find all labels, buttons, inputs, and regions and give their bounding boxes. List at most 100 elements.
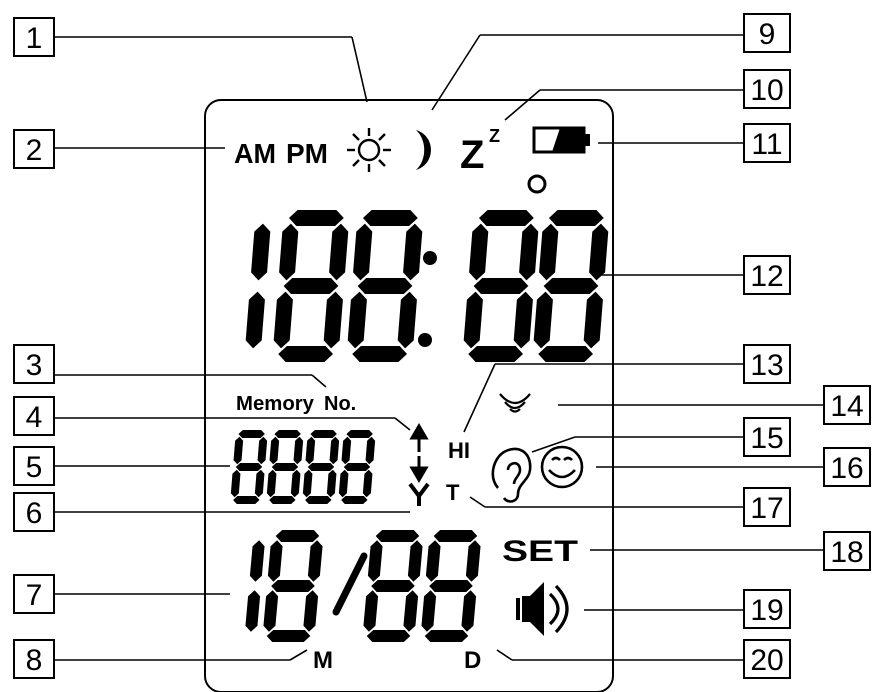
digit-segment-e [347, 291, 367, 349]
digit-segment-a [433, 530, 478, 542]
callout-number: 16 [830, 452, 863, 485]
digit-segment-c [290, 469, 301, 498]
callout-15: 15 [531, 417, 791, 457]
callout-number: 5 [26, 451, 43, 484]
callout-20: 20 [496, 639, 791, 679]
digit-segment-d [233, 496, 260, 504]
digit-segment-d [269, 496, 296, 504]
digit-segment-e [533, 291, 553, 349]
callout-8: 8 [13, 639, 308, 679]
digit-segment-b [589, 223, 609, 281]
digit-segment-b [329, 436, 340, 465]
digit-segment-c [362, 469, 373, 498]
digit-segment-b [329, 223, 349, 281]
digit-segment-b [465, 540, 481, 582]
sleep-z-small: Z [489, 126, 500, 146]
digit-segment-c [397, 291, 417, 349]
digit-segment-g [307, 463, 335, 471]
digit-segment-g [429, 580, 473, 592]
callout-14: 14 [558, 385, 871, 425]
seven-segment-digit [266, 430, 304, 504]
digit-segment-f [341, 436, 352, 465]
callout-3: 3 [13, 344, 327, 388]
callout-number: 6 [26, 497, 43, 530]
digit-segment-g [283, 278, 339, 294]
callout-9: 9 [431, 13, 791, 111]
callout-number: 2 [26, 134, 43, 167]
callout-number: 11 [751, 128, 782, 161]
digit-segment-c [513, 291, 533, 349]
day-label: D [464, 647, 481, 674]
digit-segment-d [305, 496, 332, 504]
digit-segment-b [365, 436, 376, 465]
seven-segment-digit [533, 210, 609, 362]
callout-number: 9 [759, 18, 776, 51]
digit-segment-a [362, 210, 418, 226]
callout-1: 1 [13, 17, 368, 103]
smiley-icon [540, 445, 584, 489]
digit-segment-g [357, 278, 413, 294]
callout-number: 12 [750, 260, 783, 293]
digit-segment-e [302, 469, 313, 498]
digit-segment-a [238, 430, 265, 438]
callout-number: 1 [26, 22, 43, 55]
digit-segment-g [271, 463, 299, 471]
hi-indicator: HI [448, 438, 470, 463]
trend-y-icon [408, 482, 430, 506]
seven-segment-digit [347, 210, 423, 362]
callout-number: 4 [26, 401, 43, 434]
callout-7: 7 [13, 574, 230, 614]
callout-17: 17 [469, 487, 791, 527]
date-display [245, 530, 481, 642]
digit-segment-e [266, 469, 277, 498]
battery-icon [532, 126, 590, 154]
digit-segment-b [403, 223, 423, 281]
callout-5: 5 [13, 446, 230, 486]
digit-segment-b [257, 436, 268, 465]
digit-segment-g [235, 463, 263, 471]
callout-4: 4 [13, 396, 411, 436]
digit-segment-a [275, 530, 320, 542]
digit-segment-c [326, 469, 337, 498]
callout-number: 15 [750, 422, 783, 455]
ear-icon [491, 447, 532, 503]
digit-segment-e [463, 291, 483, 349]
callout-6: 6 [13, 492, 410, 532]
seven-segment-digit [273, 210, 349, 362]
time-colon-dot [418, 333, 432, 347]
digit-segment-f [269, 436, 280, 465]
digit-segment-f [353, 223, 373, 281]
seven-segment-digit [245, 540, 265, 632]
degree-icon [527, 174, 547, 194]
callout-11: 11 [598, 123, 791, 163]
digit-segment-e [338, 469, 349, 498]
seven-segment-digit [263, 530, 323, 642]
speaker-icon [516, 582, 569, 636]
digit-segment-a [274, 430, 301, 438]
digit-segment-a [288, 210, 344, 226]
digit-segment-e [263, 590, 279, 632]
lcd-panel [204, 99, 614, 692]
digit-segment-d [352, 346, 408, 362]
seven-segment-digit [302, 430, 340, 504]
memory-digits-display [230, 430, 376, 504]
am-indicator: AM [234, 138, 276, 169]
callout-number: 17 [750, 492, 783, 525]
digit-segment-d [266, 630, 311, 642]
digit-segment-f [425, 540, 441, 582]
digit-segment-a [478, 210, 534, 226]
sleep-z-large: Z [460, 133, 484, 177]
callout-16: 16 [596, 447, 871, 487]
digit-segment-e [273, 291, 293, 349]
digit-segment-c [303, 590, 319, 632]
digit-segment-a [548, 210, 604, 226]
callout-number: 3 [26, 349, 43, 382]
digit-segment-b [249, 540, 265, 582]
digit-segment-c [403, 590, 419, 632]
month-label: M [313, 647, 333, 674]
moon-icon [416, 130, 431, 170]
seven-segment-digit [421, 530, 481, 642]
digit-segment-f [469, 223, 489, 281]
pm-indicator: PM [286, 138, 328, 169]
